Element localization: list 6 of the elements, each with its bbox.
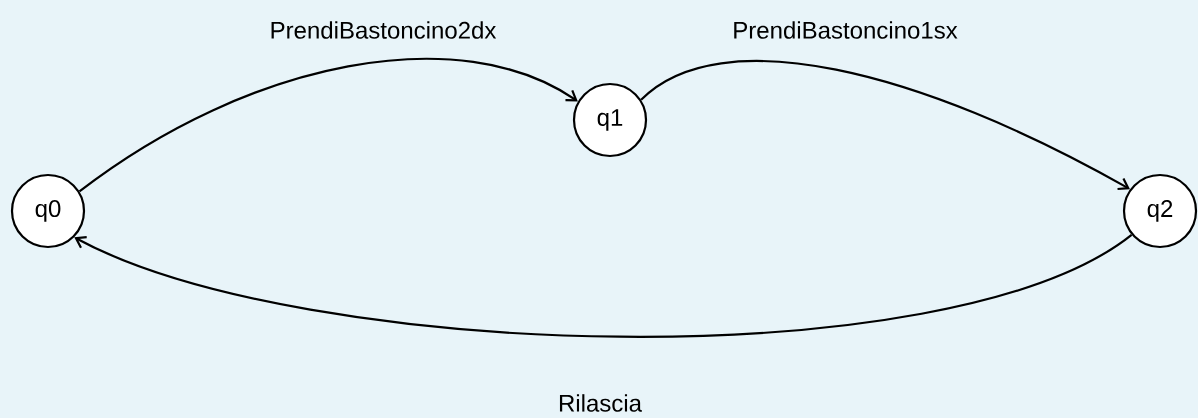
arrow [74, 233, 1133, 338]
edge-label: PrendiBastoncino1sx [734, 21, 958, 39]
edge-label: PrendiBastoncino2dx [271, 21, 497, 39]
arrow [78, 57, 578, 193]
edge-label: Rilascia [559, 394, 642, 412]
arrow [640, 59, 1130, 191]
